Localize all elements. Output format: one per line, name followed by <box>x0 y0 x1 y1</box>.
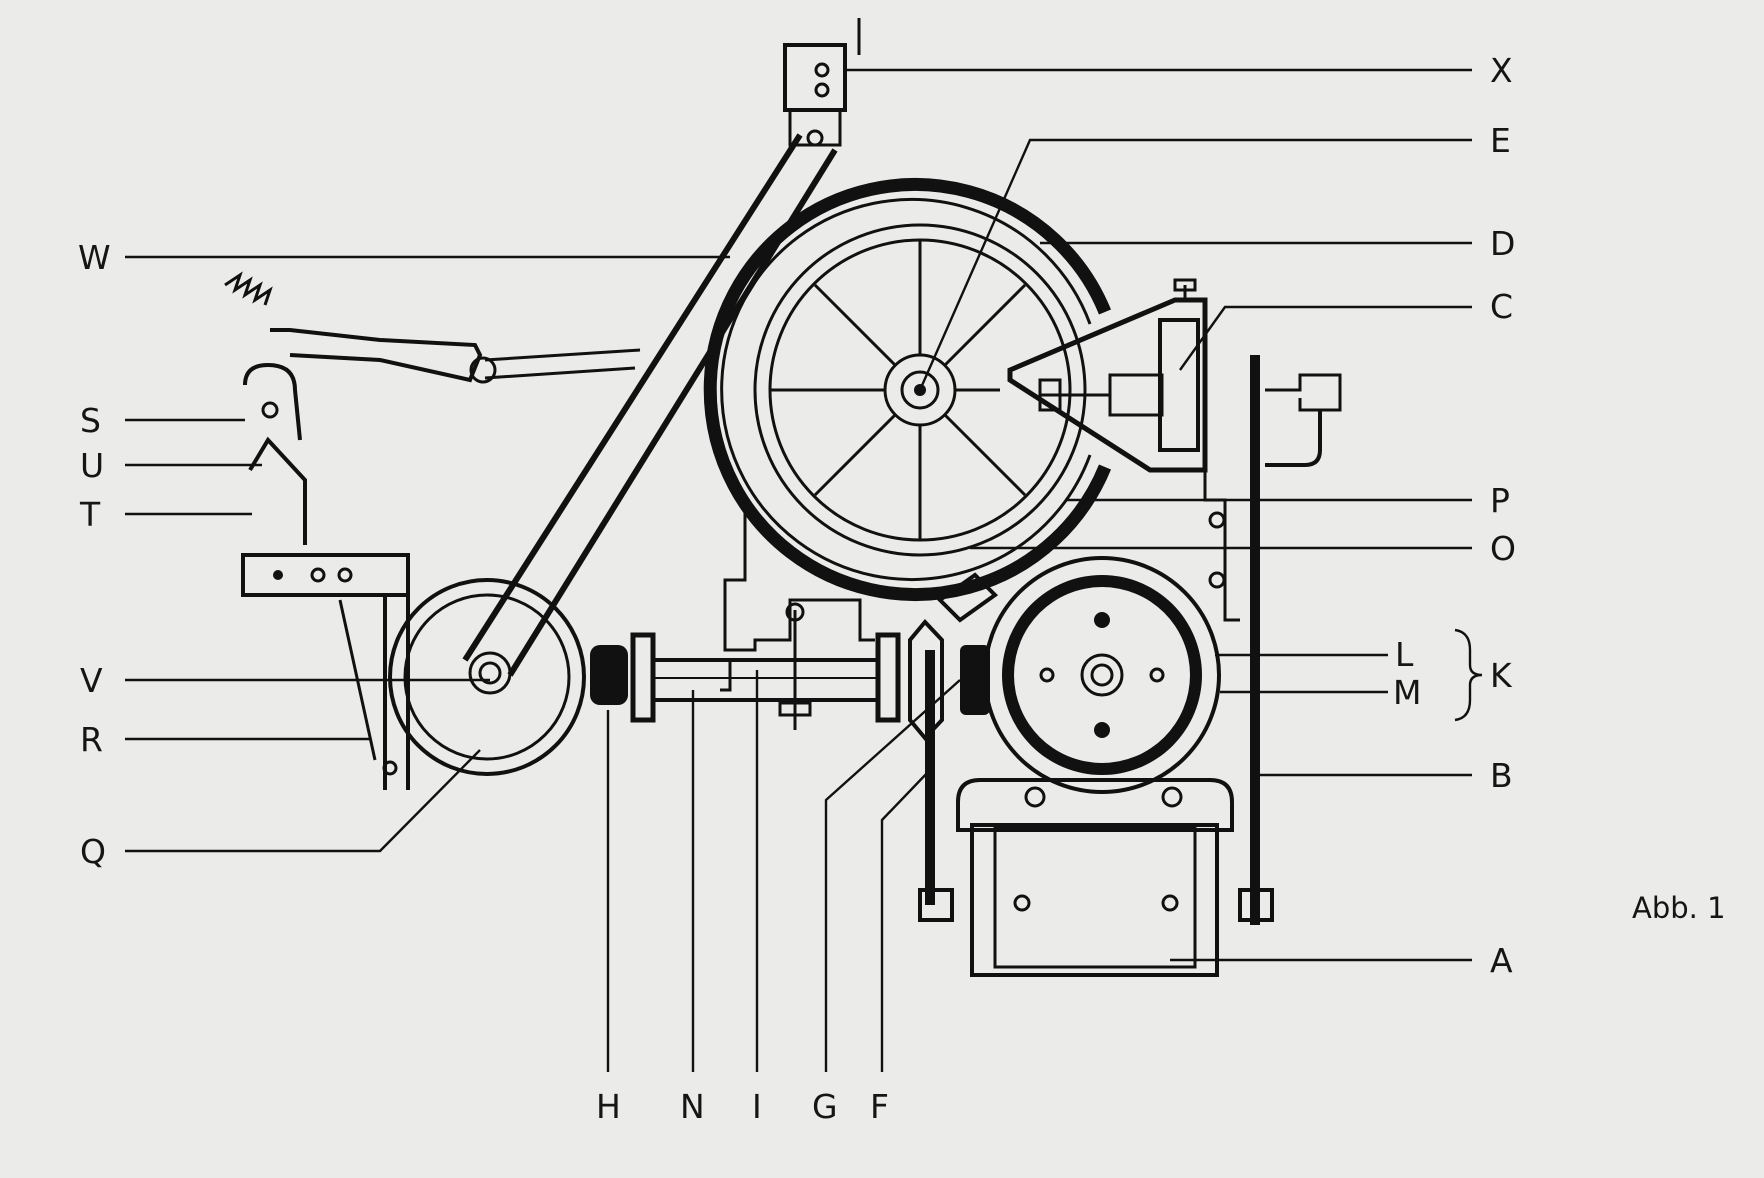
label-m: M <box>1393 673 1421 712</box>
label-f: F <box>870 1087 889 1126</box>
label-u: U <box>80 446 104 485</box>
label-t: T <box>79 495 101 534</box>
label-q: Q <box>80 832 106 871</box>
label-e: E <box>1490 121 1511 160</box>
label-x: X <box>1490 51 1513 90</box>
connecting-link <box>462 18 861 677</box>
label-d: D <box>1490 224 1515 263</box>
leader-lines <box>125 68 1483 1072</box>
leader-c <box>1179 305 1472 371</box>
leader-f <box>880 769 931 1072</box>
label-g: G <box>812 1087 838 1126</box>
label-n: N <box>680 1087 705 1126</box>
label-s: S <box>80 401 101 440</box>
label-h: H <box>596 1087 621 1126</box>
label-r: R <box>80 720 103 759</box>
base-block <box>720 510 875 692</box>
label-w: W <box>78 238 111 277</box>
label-p: P <box>1490 481 1510 520</box>
brace-k <box>1454 628 1483 722</box>
large-spoked-wheel <box>703 178 1112 601</box>
figure-caption: Abb. 1 <box>1632 891 1726 925</box>
coupling-shaft <box>590 602 990 742</box>
label-o: O <box>1490 529 1516 568</box>
label-b: B <box>1490 756 1513 795</box>
label-c: C <box>1490 287 1513 326</box>
label-l: L <box>1395 635 1414 674</box>
label-i: I <box>752 1087 762 1126</box>
lever-and-spring <box>224 271 641 790</box>
leader-q <box>125 749 481 853</box>
mechanism-drawing <box>224 18 1342 977</box>
label-v: V <box>80 661 103 700</box>
bracket-c <box>936 278 1342 623</box>
leader-e <box>918 138 1472 391</box>
motor-a <box>918 778 1234 977</box>
pulley-q <box>388 578 586 776</box>
label-k: K <box>1490 656 1513 695</box>
drive-belts <box>925 355 1274 925</box>
callout-labels: X E D C P O L M K B A W S U T V R Q H N … <box>78 51 1516 1126</box>
drum-k <box>983 556 1221 794</box>
leader-g <box>824 679 961 1072</box>
label-a: A <box>1490 941 1513 980</box>
